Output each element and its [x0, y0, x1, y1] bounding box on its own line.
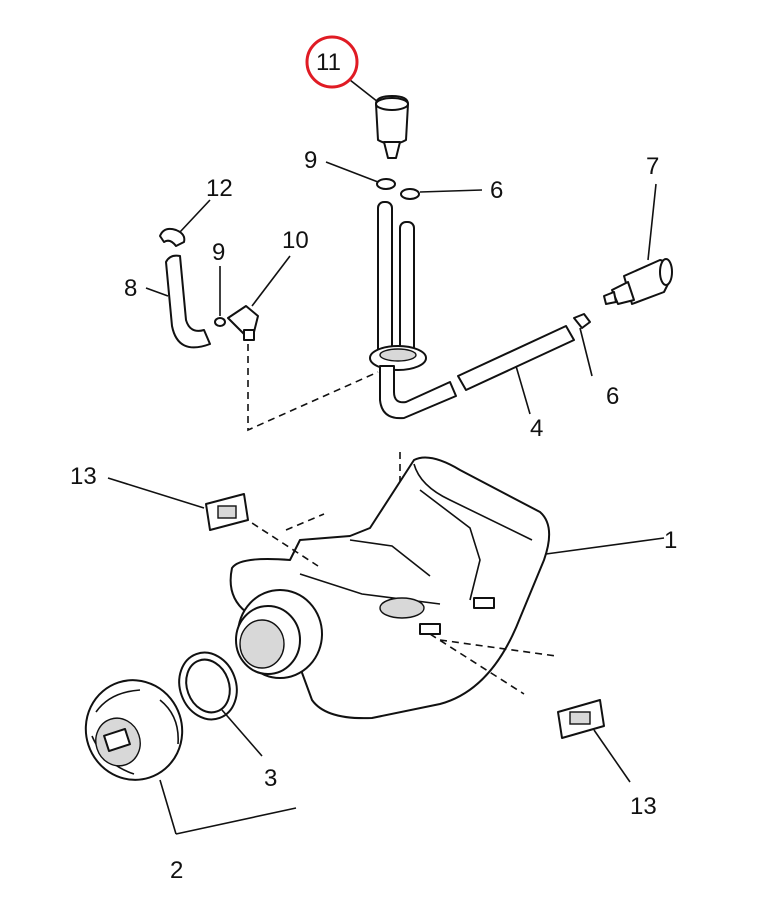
label-part-6-upper: 6	[490, 177, 503, 204]
part-13-cushion-upper	[205, 493, 249, 531]
label-part-11: 11	[316, 49, 341, 76]
part-3-gasket	[178, 651, 238, 721]
highlight-circle	[305, 35, 359, 89]
label-part-6-lower: 6	[606, 383, 619, 410]
leader-lines	[107, 79, 665, 835]
part-6-ring-upper	[400, 188, 420, 200]
part-8-hose	[165, 254, 211, 349]
label-part-4: 4	[530, 415, 543, 442]
part-10-elbow-fitting	[227, 305, 259, 341]
part-1-fuel-tank	[229, 456, 551, 720]
label-part-9-upper: 9	[304, 147, 317, 174]
label-part-3: 3	[264, 765, 277, 792]
part-13-cushion-lower	[557, 699, 605, 739]
label-part-13-lower: 13	[630, 793, 657, 820]
label-part-2: 2	[170, 857, 183, 884]
part-9-ring-lower	[214, 317, 226, 327]
label-part-9-lower: 9	[212, 239, 225, 266]
callout-labels: 1 2 3 4 6 6 7 8 9 9 10 12 13 13 11	[70, 49, 677, 884]
label-part-7: 7	[646, 153, 659, 180]
connection-line-tank-lower	[429, 633, 557, 695]
label-part-10: 10	[282, 227, 309, 254]
part-4-hose	[457, 325, 575, 391]
part-11-filter	[375, 95, 409, 159]
part-7-fuel-pump	[603, 258, 673, 305]
label-part-1: 1	[664, 527, 677, 554]
label-part-12: 12	[206, 175, 233, 202]
part-2-filler-cap	[84, 679, 184, 781]
label-part-8: 8	[124, 275, 137, 302]
part-6-nut-lower	[573, 313, 591, 329]
part-12-clamp	[159, 227, 186, 247]
part-9-ring-upper	[376, 178, 396, 190]
fuel-sender-tubes	[369, 201, 457, 420]
label-part-13-upper: 13	[70, 463, 97, 490]
connection-line-fitting	[247, 344, 379, 432]
